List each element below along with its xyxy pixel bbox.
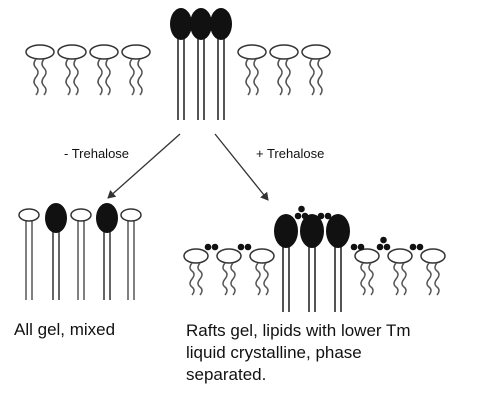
light-lipid [121,209,141,300]
gel-mixed-caption: All gel, mixed [14,320,115,340]
trehalose-molecule [295,206,309,220]
light-lipid [58,45,86,95]
dark-lipid [300,214,324,312]
caption-line: Rafts gel, lipids with lower Tm [186,320,411,342]
light-lipid [388,249,412,295]
caption-line: liquid crystalline, phase [186,342,411,364]
light-lipid [26,45,54,95]
light-lipid [19,209,39,300]
arrow-minus-trehalose [108,134,180,198]
trehalose-molecule [238,244,252,251]
arrow-plus-trehalose [215,134,268,200]
dark-lipid [190,8,212,120]
dark-lipid [96,203,118,300]
trehalose-molecule [205,244,219,251]
light-lipid [238,45,266,95]
light-lipid [270,45,298,95]
caption-line: separated. [186,364,411,386]
gel-mixed-membrane [19,203,141,300]
trehalose-molecule [318,213,332,220]
light-lipid [184,249,208,295]
light-lipid [302,45,330,95]
phase-separated-membrane [184,206,445,312]
light-lipid [71,209,91,300]
light-lipid [122,45,150,95]
dark-lipid [45,203,67,300]
top-membrane [26,8,330,120]
light-lipid [90,45,118,95]
light-lipid [421,249,445,295]
light-lipid [355,249,379,295]
light-lipid [217,249,241,295]
dark-lipid [274,214,298,312]
dark-lipid [170,8,192,120]
trehalose-molecule [377,237,391,251]
trehalose-molecule [410,244,424,251]
trehalose-molecule [351,244,365,251]
phase-separated-caption: Rafts gel, lipids with lower Tm liquid c… [186,320,411,386]
dark-lipid [326,214,350,312]
dark-lipid [210,8,232,120]
plus-trehalose-label: + Trehalose [256,146,324,161]
light-lipid [250,249,274,295]
minus-trehalose-label: - Trehalose [64,146,129,161]
